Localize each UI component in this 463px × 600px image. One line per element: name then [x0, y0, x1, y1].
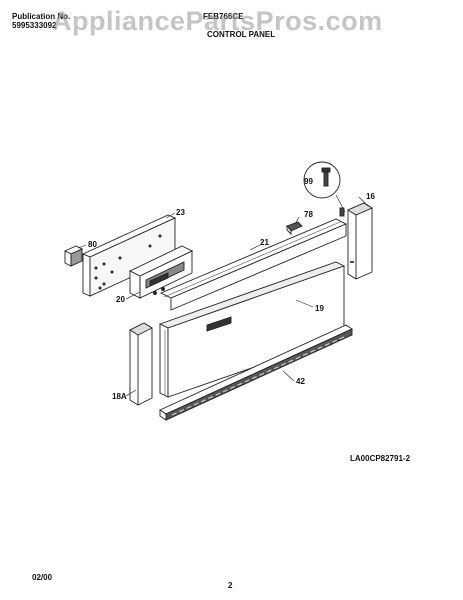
callout-42: 42 [296, 377, 305, 386]
part-99-screw-callout [303, 161, 346, 217]
callout-21: 21 [260, 238, 269, 247]
part-42-vent-trim [159, 324, 353, 421]
callout-20: 20 [116, 295, 125, 304]
callout-80: 80 [88, 240, 97, 249]
page-number: 2 [228, 581, 233, 590]
model-number: FEB766CE [203, 12, 244, 21]
callout-19: 19 [315, 304, 324, 313]
watermark: AppliancePartsPros.com [52, 6, 383, 36]
part-16-right-end-cap [347, 202, 373, 280]
callout-99: 99 [304, 177, 313, 186]
publication-label: Publication No. [12, 12, 71, 21]
part-21-control-panel [159, 218, 348, 311]
publication-number: 5995333092 [12, 21, 57, 30]
part-78-clip [286, 221, 303, 236]
part-18a-left-end-cap [129, 322, 153, 406]
part-23-bracket [81, 214, 177, 297]
footer-date: 02/00 [32, 573, 53, 582]
callout-16: 16 [366, 192, 375, 201]
callout-78: 78 [304, 210, 313, 219]
drawing-code: LA00CP82791-2 [350, 454, 411, 463]
part-80-connector [63, 245, 84, 267]
section-title: CONTROL PANEL [207, 30, 276, 39]
part-20-electronic-control [128, 245, 194, 299]
callout-23: 23 [176, 208, 185, 217]
callout-18a: 18A [112, 392, 127, 401]
